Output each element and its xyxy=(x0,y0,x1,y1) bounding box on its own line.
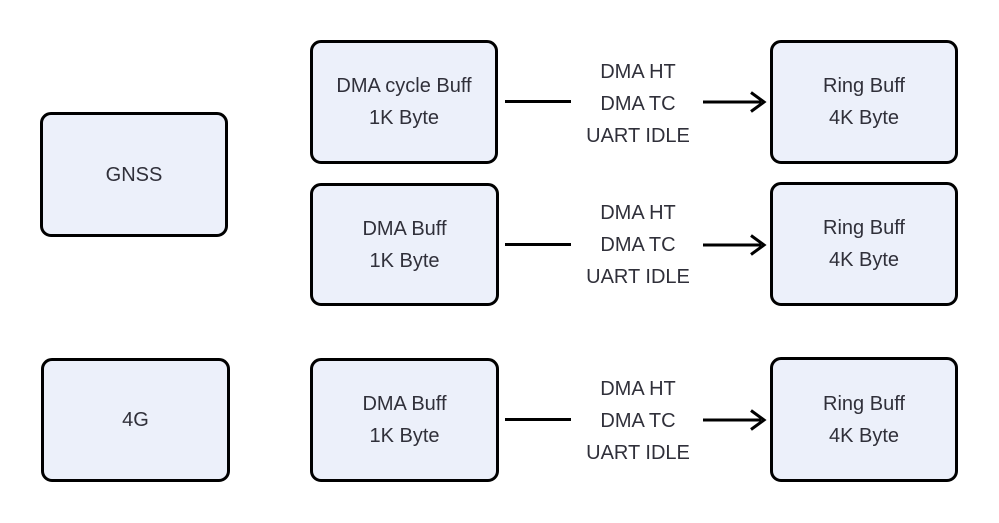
event-dma-ht: DMA HT xyxy=(600,378,676,400)
ring-buff-box-row1: Ring Buff 4K Byte xyxy=(770,40,958,164)
arrow-right-icon xyxy=(703,234,767,256)
dma-cycle-buff-box: DMA cycle Buff 1K Byte xyxy=(310,40,498,164)
event-labels-row1: DMA HT DMA TC UART IDLE xyxy=(558,56,718,152)
event-uart-idle: UART IDLE xyxy=(586,125,690,147)
dma-cycle-buff-label: DMA cycle Buff xyxy=(336,75,472,97)
ring-buff-label: Ring Buff xyxy=(823,392,905,415)
ring-buff-label: Ring Buff xyxy=(823,217,905,239)
arrow-right-icon xyxy=(703,91,767,113)
ring-buff-size: 4K Byte xyxy=(828,424,900,447)
dma-buff-box-row2: DMA Buff 1K Byte xyxy=(310,183,499,306)
event-uart-idle: UART IDLE xyxy=(586,266,690,288)
ring-buff-box-row3: Ring Buff 4K Byte xyxy=(770,357,958,482)
ring-buff-box-row2: Ring Buff 4K Byte xyxy=(770,182,958,306)
event-labels-row2: DMA HT DMA TC UART IDLE xyxy=(558,197,718,293)
dma-cycle-buff-size: 1K Byte xyxy=(368,107,440,129)
connector-line-row3 xyxy=(505,418,571,421)
event-dma-tc: DMA TC xyxy=(600,410,676,432)
ring-buff-size: 4K Byte xyxy=(828,249,900,271)
event-labels-row3: DMA HT DMA TC UART IDLE xyxy=(558,373,718,469)
event-uart-idle: UART IDLE xyxy=(586,442,690,464)
gnss-label: GNSS xyxy=(105,163,163,186)
connector-line-row1 xyxy=(505,100,571,103)
event-dma-tc: DMA TC xyxy=(600,93,676,115)
4g-source-box: 4G xyxy=(41,358,230,482)
dma-buff-size: 1K Byte xyxy=(369,249,440,272)
ring-buff-size: 4K Byte xyxy=(828,107,900,129)
dma-buff-size: 1K Byte xyxy=(369,425,440,447)
event-dma-tc: DMA TC xyxy=(600,234,676,256)
gnss-source-box: GNSS xyxy=(40,112,228,237)
arrow-right-icon xyxy=(703,409,767,431)
ring-buff-label: Ring Buff xyxy=(823,75,905,97)
dma-buff-label: DMA Buff xyxy=(362,217,447,240)
event-dma-ht: DMA HT xyxy=(600,202,676,224)
dma-buff-box-row3: DMA Buff 1K Byte xyxy=(310,358,499,482)
connector-line-row2 xyxy=(505,243,571,246)
4g-label: 4G xyxy=(122,409,149,431)
event-dma-ht: DMA HT xyxy=(600,61,676,83)
dma-buff-label: DMA Buff xyxy=(362,393,447,415)
